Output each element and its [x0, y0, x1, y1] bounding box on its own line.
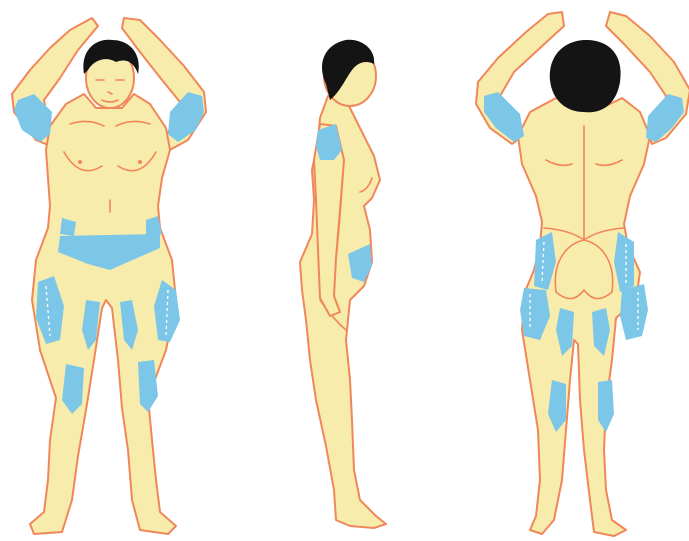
front-zone-right-upper-arm: [168, 92, 204, 142]
front-view-figure: [12, 18, 206, 534]
back-view-figure: [476, 12, 689, 536]
side-view-figure: [300, 40, 386, 528]
back-zone-right-buttock: [620, 284, 648, 340]
back-hair: [550, 40, 621, 112]
front-zone-left-upper-arm: [14, 94, 52, 142]
